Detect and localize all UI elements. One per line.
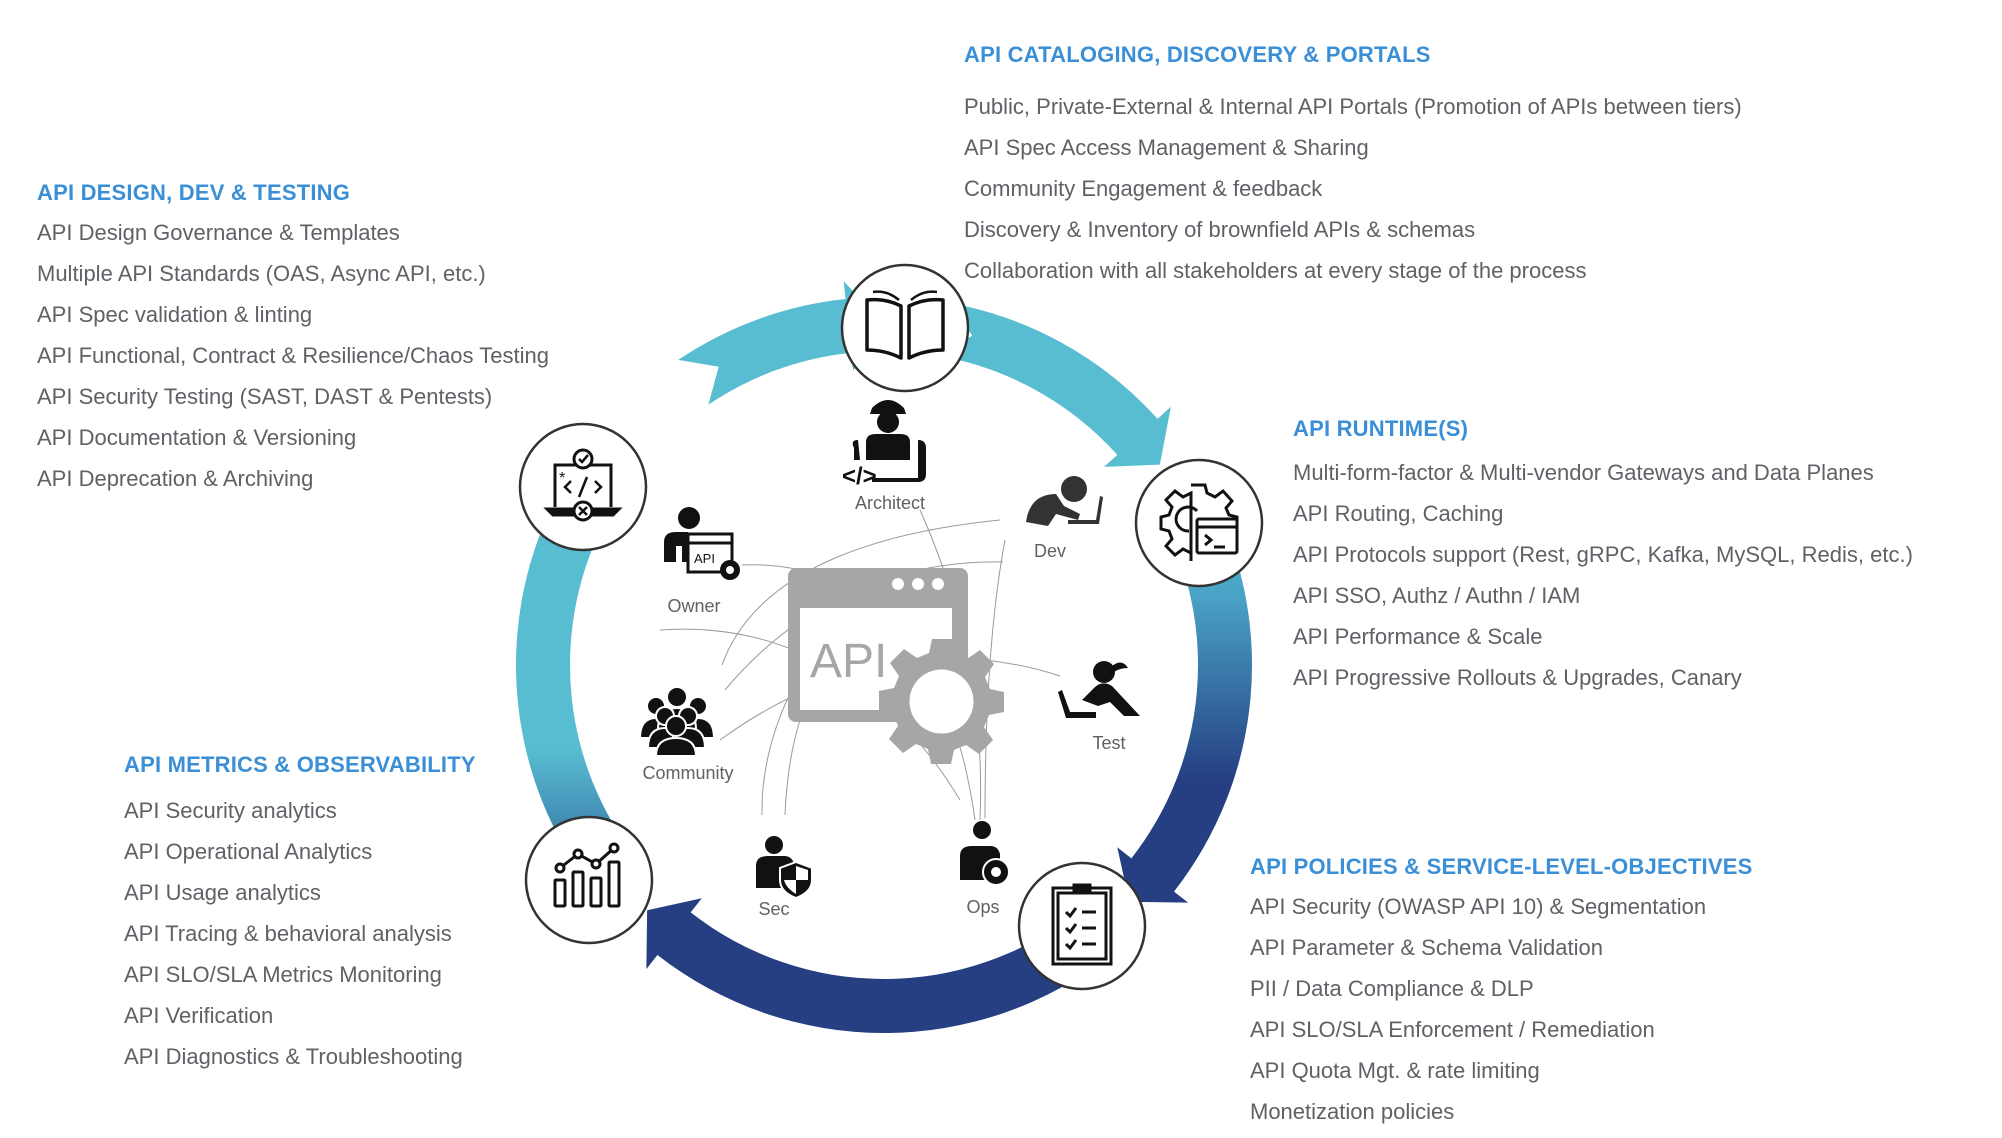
persona-architect: </> Architect — [842, 400, 926, 513]
section-runtime: API RUNTIME(S) Multi-form-factor & Multi… — [1293, 416, 1913, 698]
connector-line — [984, 539, 1006, 819]
ring-arrow-segment — [938, 302, 1171, 467]
list-item: Public, Private-External & Internal API … — [964, 94, 1742, 119]
list-item: API SLO/SLA Metrics Monitoring — [124, 962, 442, 987]
ring-arrow-segment — [516, 484, 637, 892]
section-list: API Security analytics API Operational A… — [124, 790, 476, 1077]
persona-owner: API Owner — [664, 507, 740, 616]
svg-text:</>: </> — [842, 463, 877, 490]
list-item: Collaboration with all stakeholders at e… — [964, 258, 1587, 283]
section-metrics: API METRICS & OBSERVABILITY API Security… — [124, 752, 476, 1077]
tester-laptop-icon — [1058, 661, 1140, 718]
list-item: API Performance & Scale — [1293, 624, 1543, 649]
node-policies — [1017, 861, 1147, 991]
open-book-icon — [865, 290, 945, 360]
section-list: API Security (OWASP API 10) & Segmentati… — [1250, 886, 1753, 1132]
persona-label: Community — [642, 763, 733, 783]
svg-text:API: API — [694, 551, 715, 566]
persona-ops: Ops — [960, 821, 1010, 917]
persona-label: Dev — [1034, 541, 1066, 561]
list-item: API Security analytics — [124, 798, 337, 823]
list-item: API Protocols support (Rest, gRPC, Kafka… — [1293, 542, 1913, 567]
section-title: API RUNTIME(S) — [1293, 416, 1469, 441]
persona-sec: Sec — [756, 836, 813, 919]
section-title: API POLICIES & SERVICE-LEVEL-OBJECTIVES — [1250, 854, 1753, 879]
persona-label: Owner — [667, 596, 720, 616]
persona-community: Community — [638, 686, 734, 783]
svg-text:*: * — [559, 470, 565, 487]
list-item: PII / Data Compliance & DLP — [1250, 976, 1534, 1001]
node-metrics — [524, 815, 654, 945]
section-list: API Design Governance & Templates Multip… — [37, 212, 549, 499]
persona-label: Sec — [758, 899, 789, 919]
list-item: API Parameter & Schema Validation — [1250, 935, 1603, 960]
list-item: API Security Testing (SAST, DAST & Pente… — [37, 384, 493, 409]
list-item: API Deprecation & Archiving — [37, 466, 314, 491]
list-item: Multiple API Standards (OAS, Async API, … — [37, 261, 486, 286]
persona-dev: Dev — [1026, 476, 1103, 561]
checklist-clipboard-icon — [1051, 883, 1113, 966]
connector-line — [721, 519, 1001, 666]
node-design: * — [518, 422, 648, 552]
list-item: Multi-form-factor & Multi-vendor Gateway… — [1293, 460, 1874, 485]
owner-api-icon: API — [664, 507, 740, 580]
section-catalog: API CATALOGING, DISCOVERY & PORTALS Publ… — [964, 42, 1742, 291]
bar-line-chart-icon — [553, 842, 621, 908]
laptop-code-check-icon: * — [543, 448, 623, 522]
section-title: API CATALOGING, DISCOVERY & PORTALS — [964, 42, 1431, 67]
api-window-gear-icon: API — [788, 568, 1004, 764]
section-design: API DESIGN, DEV & TESTING API Design Gov… — [37, 180, 549, 499]
section-list: Public, Private-External & Internal API … — [964, 86, 1742, 291]
list-item: API Spec validation & linting — [37, 302, 313, 327]
list-item: API Operational Analytics — [124, 839, 373, 864]
list-item: API Spec Access Management & Sharing — [964, 135, 1369, 160]
gear-terminal-icon — [1159, 483, 1239, 561]
lifecycle-ring — [516, 281, 1252, 1034]
section-policies: API POLICIES & SERVICE-LEVEL-OBJECTIVES … — [1250, 854, 1753, 1132]
list-item: API Progressive Rollouts & Upgrades, Can… — [1293, 665, 1742, 690]
list-item: API Verification — [124, 1003, 274, 1028]
section-list: Multi-form-factor & Multi-vendor Gateway… — [1293, 452, 1913, 698]
ring-arrow-segment — [678, 281, 884, 405]
architect-icon: </> — [842, 400, 926, 490]
persona-label: Test — [1092, 733, 1125, 753]
list-item: API Documentation & Versioning — [37, 425, 357, 450]
node-catalog — [840, 263, 970, 393]
section-title: API DESIGN, DEV & TESTING — [37, 180, 351, 205]
community-group-icon — [638, 686, 716, 757]
list-item: API Diagnostics & Troubleshooting — [124, 1044, 463, 1069]
list-item: API Functional, Contract & Resilience/Ch… — [37, 343, 549, 368]
list-item: Community Engagement & feedback — [964, 176, 1323, 201]
list-item: API Usage analytics — [124, 880, 321, 905]
list-item: API Quota Mgt. & rate limiting — [1250, 1058, 1540, 1083]
security-shield-icon — [756, 836, 813, 900]
list-item: API Security (OWASP API 10) & Segmentati… — [1250, 894, 1707, 919]
developer-laptop-icon — [1026, 476, 1103, 526]
center-label: API — [810, 635, 887, 688]
persona-test: Test — [1058, 661, 1140, 753]
section-title: API METRICS & OBSERVABILITY — [124, 752, 476, 777]
list-item: API Tracing & behavioral analysis — [124, 921, 452, 946]
node-runtime — [1134, 458, 1264, 588]
list-item: Discovery & Inventory of brownfield APIs… — [964, 217, 1476, 242]
persona-label: Ops — [966, 897, 999, 917]
list-item: API SLO/SLA Enforcement / Remediation — [1250, 1017, 1655, 1042]
persona-label: Architect — [855, 493, 925, 513]
ring-arrow-segment — [646, 898, 1111, 1034]
ops-gear-icon — [960, 821, 1010, 886]
list-item: Monetization policies — [1250, 1099, 1455, 1124]
list-item: API SSO, Authz / Authn / IAM — [1293, 583, 1581, 608]
list-item: API Routing, Caching — [1293, 501, 1504, 526]
ring-arrow-segment — [1117, 492, 1252, 903]
list-item: API Design Governance & Templates — [37, 220, 400, 245]
